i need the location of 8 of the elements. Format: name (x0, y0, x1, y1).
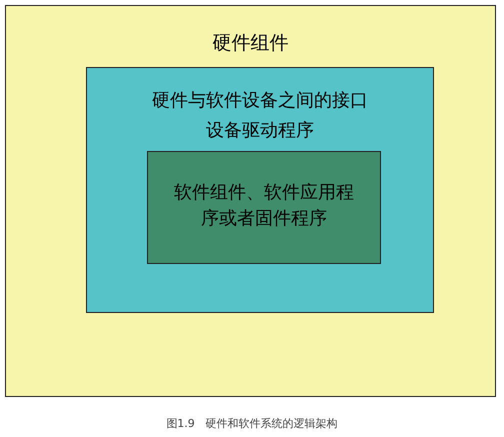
core-box (147, 151, 381, 264)
box-text: 设备驱动程序 (205, 119, 315, 143)
caption: 图1.9 硬件和软件系统的逻辑架构 (165, 416, 339, 431)
box-text: 软件组件、软件应用程序或者固件程序 (173, 181, 355, 232)
box-text: 硬件与软件设备之间的接口 (151, 89, 369, 113)
inner-box (86, 67, 434, 313)
box-heading: 硬件组件 (212, 31, 290, 56)
outer-box (5, 5, 496, 397)
